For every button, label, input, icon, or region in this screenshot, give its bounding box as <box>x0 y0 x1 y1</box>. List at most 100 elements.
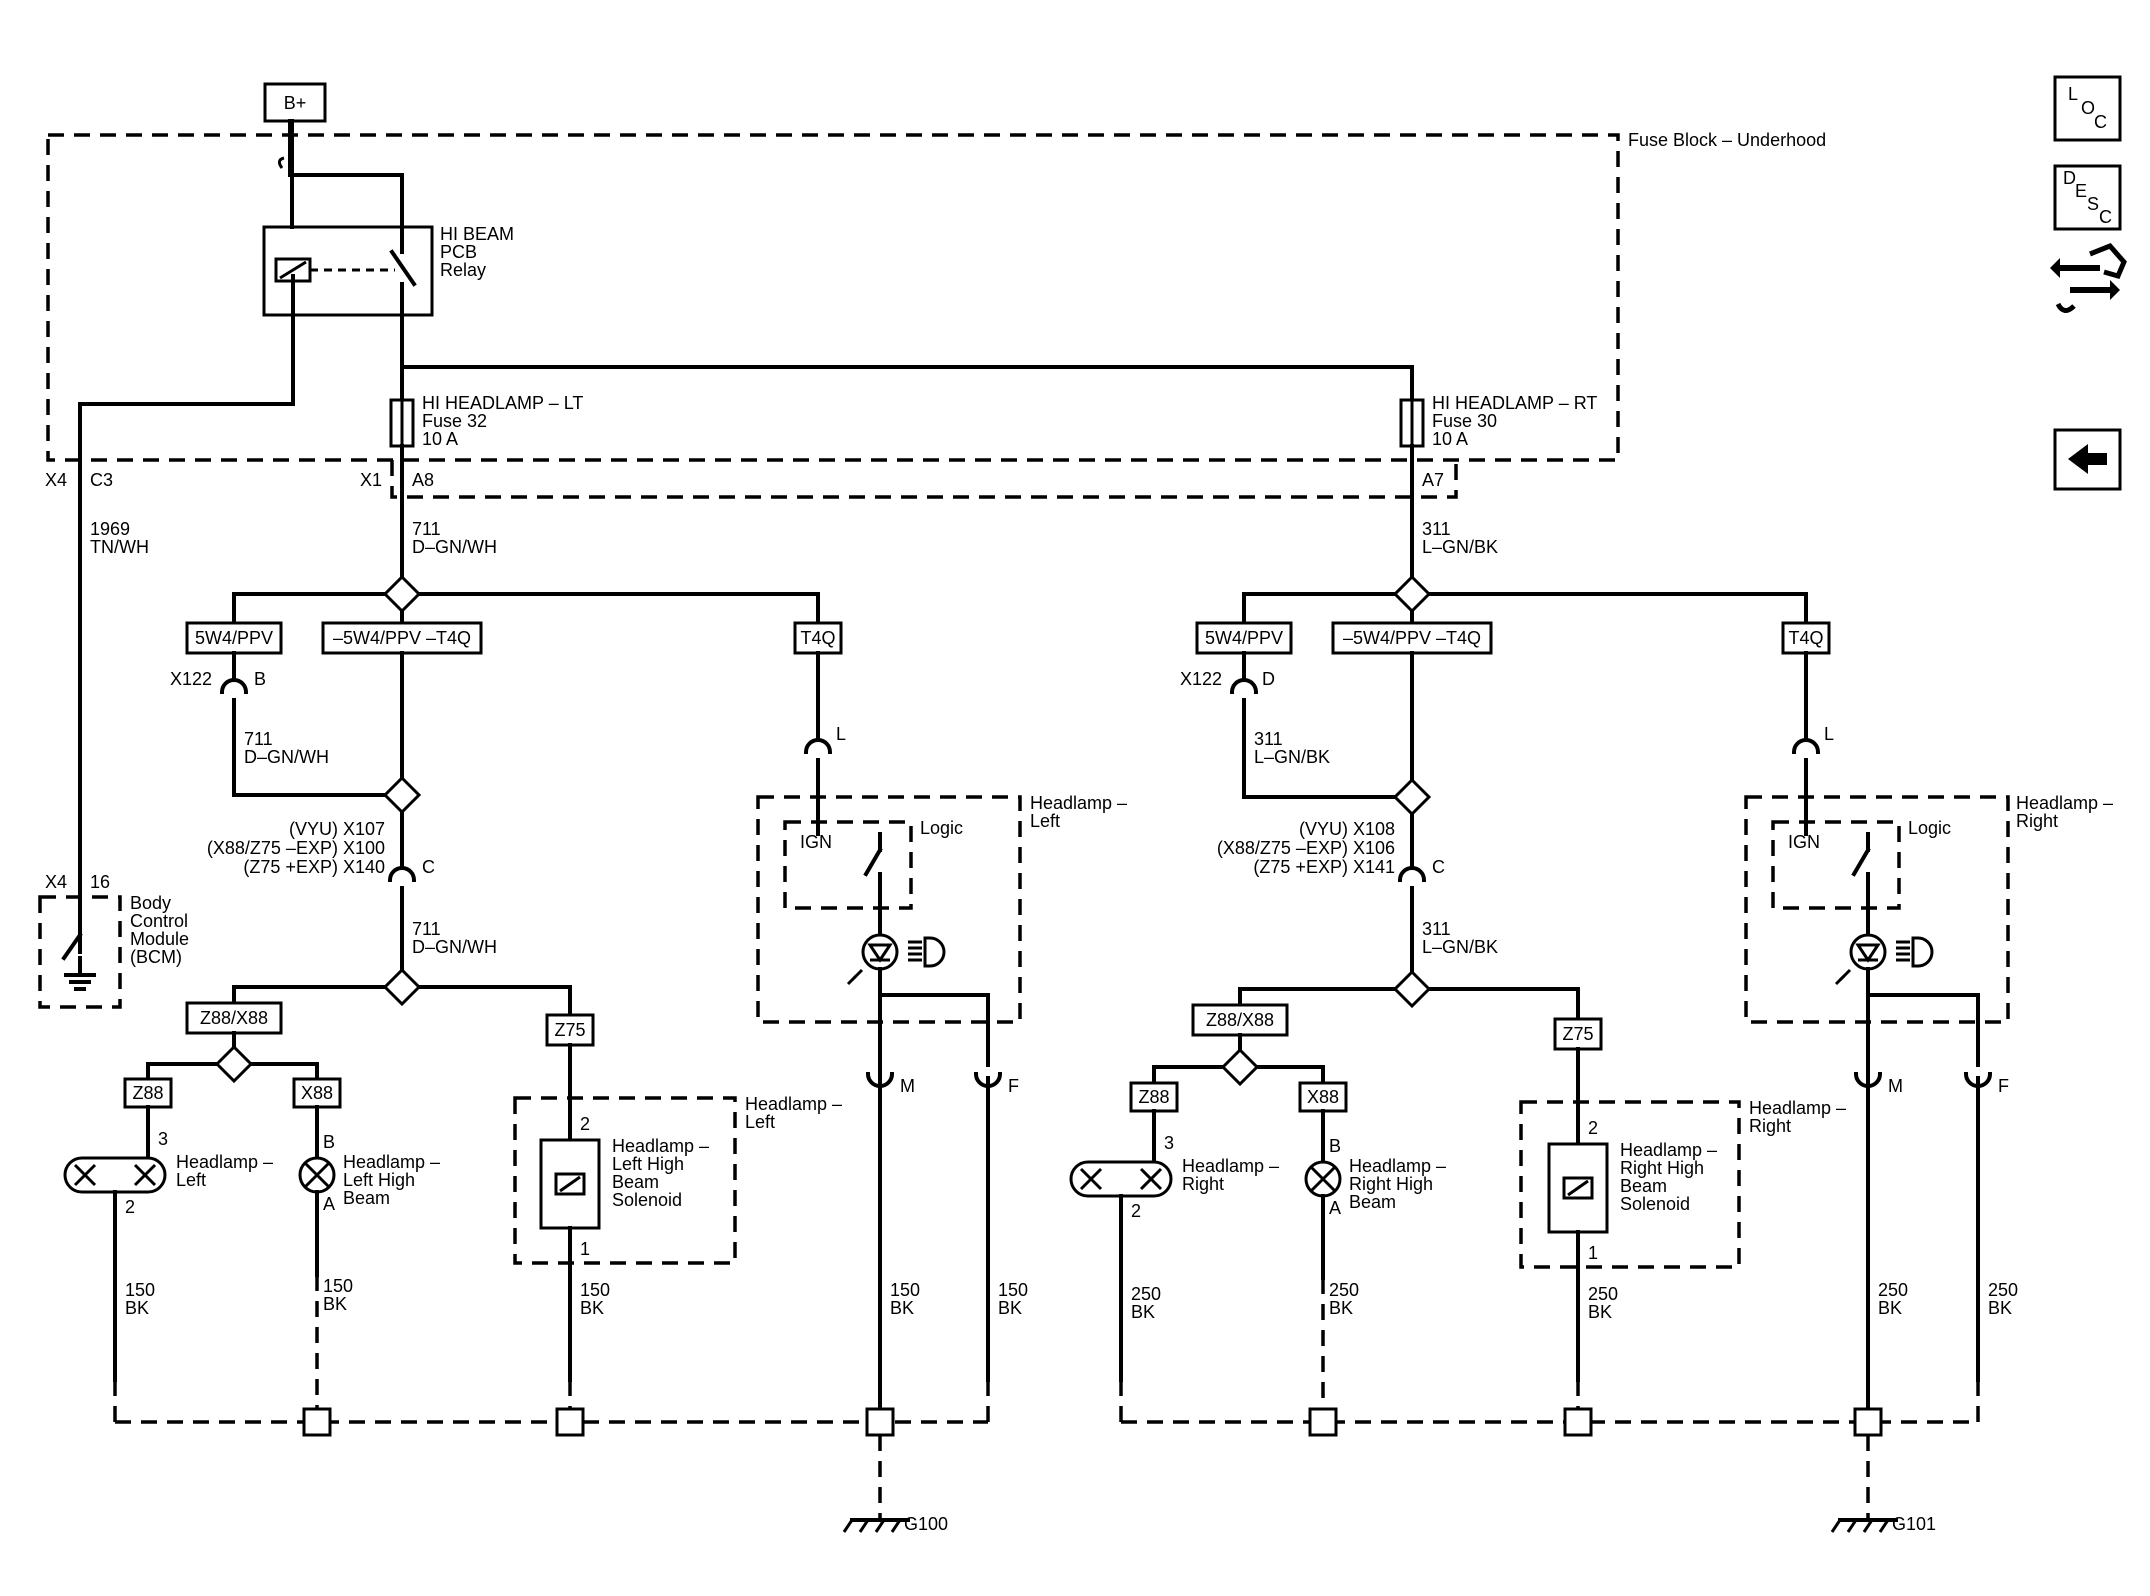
relay-label-1: HI BEAM <box>440 224 514 244</box>
conn-a8-label: A8 <box>412 470 434 490</box>
right-sol-pin1: 1 <box>1588 1243 1598 1263</box>
right-hb-pina: A <box>1329 1198 1341 1218</box>
left-opt-m5w4: –5W4/PPV –T4Q <box>333 628 471 648</box>
fuse-lt-label-3: 10 A <box>422 429 458 449</box>
loc-button[interactable]: L O C <box>2053 75 2122 142</box>
desc-button[interactable]: D E S C <box>2053 164 2122 231</box>
left-sol-pin1: 1 <box>580 1239 590 1259</box>
battery-source-box <box>263 82 327 123</box>
right-hb-gnd-color: BK <box>1329 1298 1353 1318</box>
right-sol-label-4: Solenoid <box>1620 1194 1690 1214</box>
left-opt-x88: X88 <box>301 1083 333 1103</box>
right-logic-label: Logic <box>1908 818 1951 838</box>
right-opt-z88: Z88 <box>1138 1087 1169 1107</box>
left-splice-3 <box>382 967 422 1007</box>
right-splice-4 <box>1220 1047 1260 1087</box>
left-ign-label: IGN <box>800 832 832 852</box>
right-opt-5w4: 5W4/PPV <box>1205 628 1283 648</box>
right-wire-311b-color: L–GN/BK <box>1422 937 1498 957</box>
left-hb-gnd-color: BK <box>323 1294 347 1314</box>
relay-label-2: PCB <box>440 242 477 262</box>
right-x122-pin: D <box>1262 669 1275 689</box>
right-conn-c-connector <box>1397 866 1427 883</box>
left-sol-label-2: Left High <box>612 1154 684 1174</box>
conn-a7-label: A7 <box>1422 470 1444 490</box>
right-conn-line-1: (VYU) X108 <box>1299 819 1395 839</box>
left-conn-c-connector <box>387 866 417 883</box>
left-opt-5w4: 5W4/PPV <box>195 628 273 648</box>
right-hl-gnd-color: BK <box>1131 1302 1155 1322</box>
left-logic-outline <box>756 795 1022 1024</box>
ground-g100-label: G100 <box>904 1514 948 1534</box>
right-x122-wire-num: 311 <box>1254 729 1283 749</box>
left-gnd-node-1 <box>302 1407 332 1437</box>
left-f-gnd-num: 150 <box>998 1280 1028 1300</box>
right-x122-connector <box>1229 678 1259 695</box>
right-conn-line-3: (Z75 +EXP) X141 <box>1253 857 1395 877</box>
bcm-label-3: Module <box>130 929 189 949</box>
left-sol-gnd-color: BK <box>580 1298 604 1318</box>
back-arrow-icon <box>2068 444 2107 474</box>
conn-c3-label: C3 <box>90 470 113 490</box>
fuse-rt-label-2: Fuse 30 <box>1432 411 1497 431</box>
bcm-switch-icon <box>61 932 83 961</box>
connector-swap-icon[interactable] <box>2050 243 2127 313</box>
left-splice-4 <box>214 1044 254 1084</box>
loc-letter-c: C <box>2094 112 2107 132</box>
right-f-gnd-num: 250 <box>1988 1280 2018 1300</box>
fuse-lt-label-2: Fuse 32 <box>422 411 487 431</box>
right-logic-outline <box>1744 795 2010 1024</box>
left-f-gnd-color: BK <box>998 1298 1022 1318</box>
right-m-gnd-num: 250 <box>1878 1280 1908 1300</box>
left-hb-gnd-num: 150 <box>323 1276 353 1296</box>
right-sol-label-2: Right High <box>1620 1158 1704 1178</box>
left-opt-t4q-box <box>793 621 843 655</box>
right-splice-1 <box>1392 574 1432 614</box>
fuse-block-outline <box>46 133 1620 462</box>
left-circuit: 711 D–GN/WH 5W4/PPV –5W4/PPV –T4Q T4Q X1… <box>63 444 1127 1534</box>
left-logic-title-2: Left <box>1030 811 1060 831</box>
right-wire-311b-num: 311 <box>1422 919 1451 939</box>
right-headlamp-icon <box>1069 1160 1173 1198</box>
left-wire-711b-num: 711 <box>412 919 441 939</box>
fuse-rt-label-1: HI HEADLAMP – RT <box>1432 393 1597 413</box>
right-sol-pin2: 2 <box>1588 1118 1598 1138</box>
loc-letter-o: O <box>2081 98 2095 118</box>
right-wire-311-color: L–GN/BK <box>1422 537 1498 557</box>
left-opt-z88x88: Z88/X88 <box>200 1008 268 1028</box>
left-x122-pin: B <box>254 669 266 689</box>
right-hb-label-3: Beam <box>1349 1192 1396 1212</box>
bcm-outline <box>38 895 122 1009</box>
conn-x1-label: X1 <box>360 470 382 490</box>
left-sol-title-1: Headlamp – <box>745 1094 842 1114</box>
left-pin-l-connector <box>803 738 833 755</box>
desc-letter-d: D <box>2063 168 2076 188</box>
right-ign-label: IGN <box>1788 832 1820 852</box>
left-hl-gnd-num: 150 <box>125 1280 155 1300</box>
left-sol-title-2: Left <box>745 1112 775 1132</box>
left-pin-f: F <box>1008 1076 1019 1096</box>
left-hb-label-2: Left High <box>343 1170 415 1190</box>
right-gnd-node-2 <box>1563 1407 1593 1437</box>
left-hl-label-2: Left <box>176 1170 206 1190</box>
left-wire-711b-color: D–GN/WH <box>412 937 497 957</box>
left-hl-label-1: Headlamp – <box>176 1152 273 1172</box>
left-conn-line-2: (X88/Z75 –EXP) X100 <box>207 838 385 858</box>
left-m-gnd-num: 150 <box>890 1280 920 1300</box>
left-pin-l: L <box>836 724 846 744</box>
right-pin-l: L <box>1824 724 1834 744</box>
right-hb-gnd-num: 250 <box>1329 1280 1359 1300</box>
right-splice-2 <box>1392 777 1432 817</box>
wire-1969-num: 1969 <box>90 519 130 539</box>
right-opt-z75: Z75 <box>1562 1024 1593 1044</box>
right-hb-label-1: Headlamp – <box>1349 1156 1446 1176</box>
right-hb-pinb: B <box>1329 1136 1341 1156</box>
left-x122-wire-num: 711 <box>244 729 273 749</box>
back-button[interactable] <box>2053 428 2122 491</box>
left-sol-label-1: Headlamp – <box>612 1136 709 1156</box>
right-solenoid-icon <box>1547 1142 1609 1234</box>
right-opt-t4q-box <box>1781 621 1831 655</box>
right-opt-m5w4: –5W4/PPV –T4Q <box>1343 628 1481 648</box>
left-sol-label-4: Solenoid <box>612 1190 682 1210</box>
